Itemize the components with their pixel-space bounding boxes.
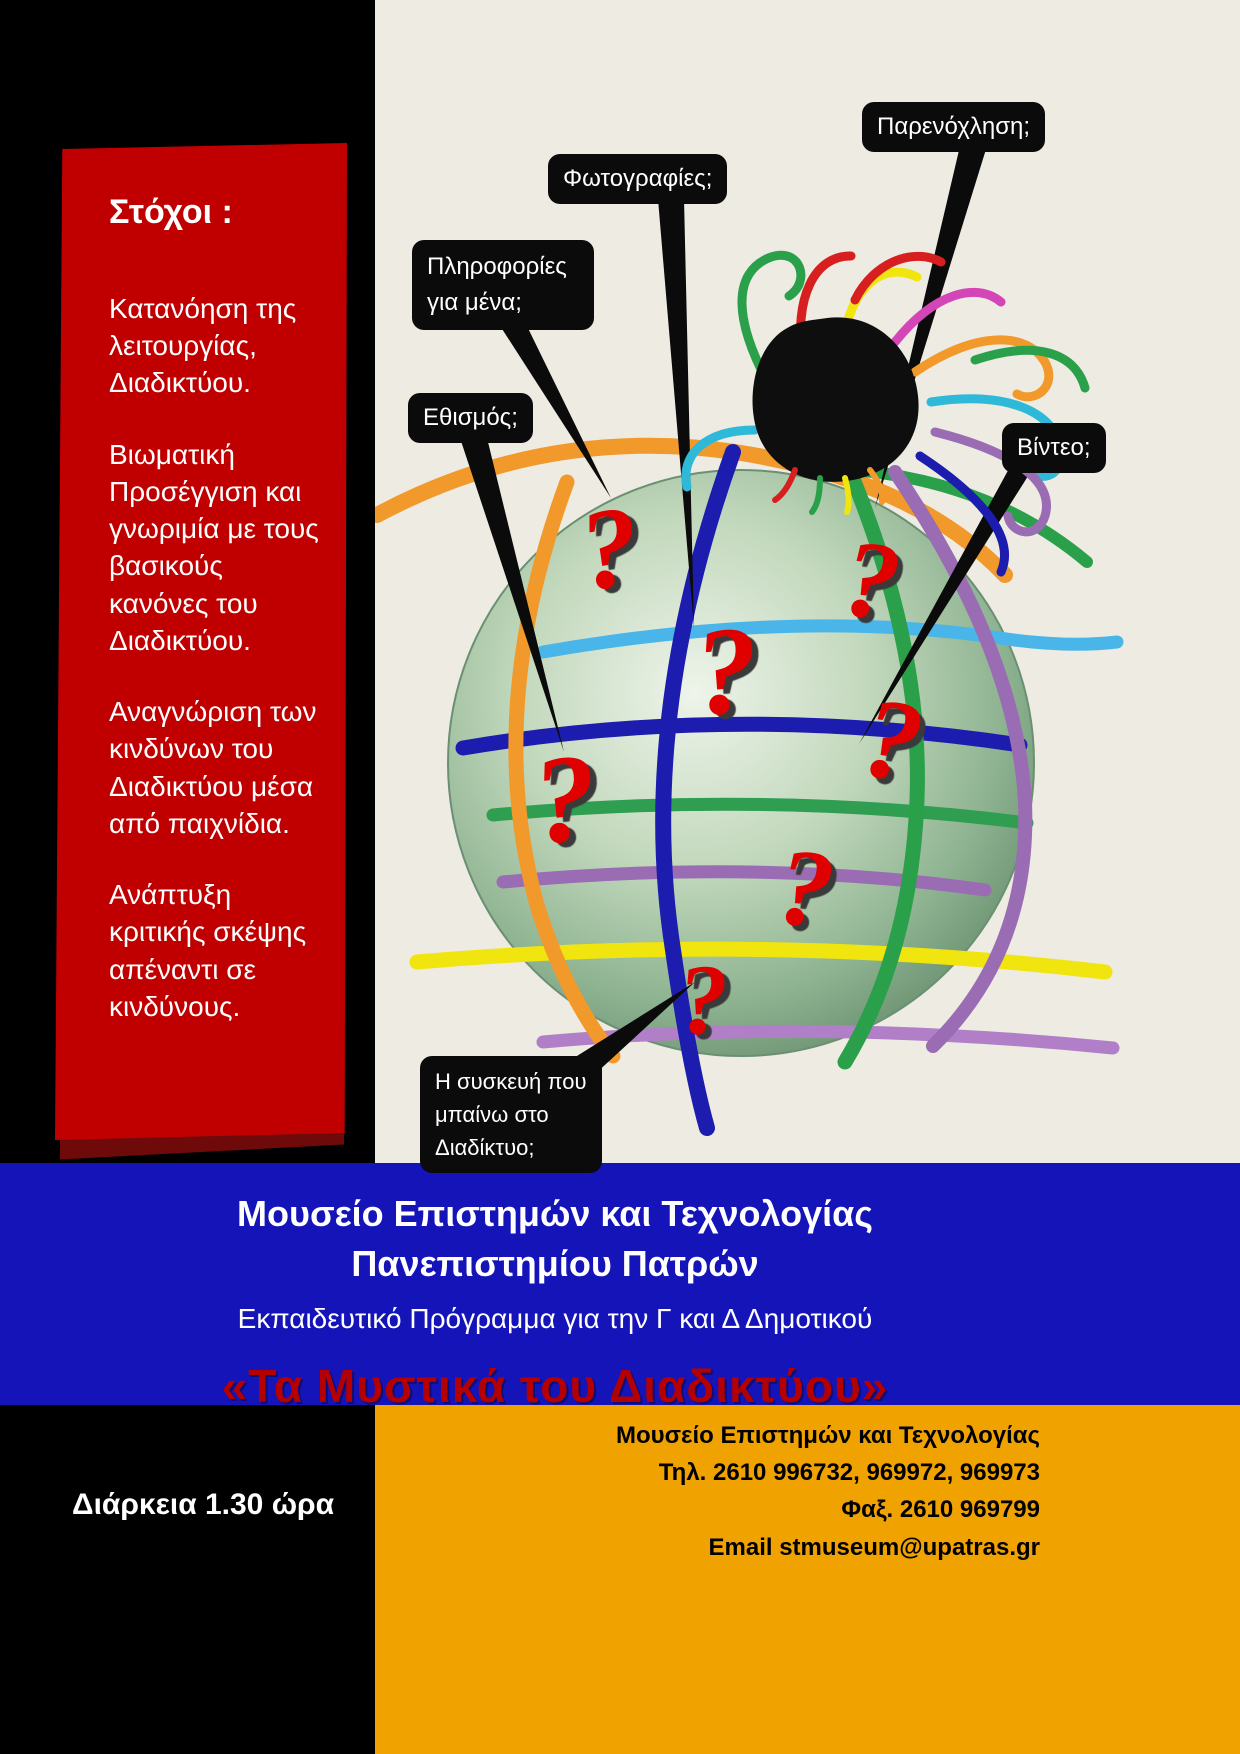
museum-name-line2: Πανεπιστημίου Πατρών	[351, 1243, 759, 1284]
question-mark: ?	[690, 600, 763, 743]
monster-feathers	[772, 467, 886, 515]
program-title: «Τα Μυστικά του Διαδικτύου»	[221, 1360, 889, 1412]
callout-harassment: Παρενόχληση;	[862, 102, 1046, 153]
illustration-area	[375, 0, 1240, 1163]
contact-line: Email stmuseum@upatras.gr	[708, 1533, 1041, 1561]
footer-black-block	[0, 1405, 375, 1754]
callout-photos: Φωτογραφίες;	[548, 154, 728, 205]
goals-title: Στόχοι :	[109, 193, 233, 231]
tentacle-curls	[681, 250, 1090, 577]
program-subtitle: Εκπαιδευτικό Πρόγραμμα για την Γ και Δ Δ…	[237, 1303, 873, 1334]
callout-video: Βίντεο;	[1002, 423, 1106, 474]
monster-illustration	[681, 250, 1090, 577]
contact-line: Μουσείο Επιστημών και Τεχνολογίας	[616, 1422, 1040, 1449]
banner-band: Μουσείο Επιστημών και Τεχνολογίας Πανεπι…	[0, 1163, 1240, 1412]
callout-personal-info: Πληροφορίες για μένα;	[412, 240, 594, 330]
footer-gold-block: Μουσείο Επιστημών και Τεχνολογίας Τηλ. 2…	[375, 1405, 1240, 1754]
monster-body	[752, 317, 919, 482]
goal-item: Βιωματική Προσέγγιση και γνωριμία με του…	[109, 438, 319, 656]
goal-item: Αναγνώριση των κινδύνων του Διαδικτύου μ…	[109, 696, 317, 839]
goal-item: Κατανόηση της λειτουργίας, Διαδικτύου.	[109, 293, 297, 399]
goals-ribbon: Στόχοι : Κατανόηση της λειτουργίας, Διαδ…	[55, 143, 347, 1140]
contact-info: Μουσείο Επιστημών και Τεχνολογίας Τηλ. 2…	[616, 1417, 1040, 1566]
duration-label: Διάρκεια 1.30 ώρα	[72, 1488, 335, 1521]
callout-device: Η συσκευή που μπαίνω στο Διαδίκτυο;	[420, 1056, 602, 1173]
contact-line: Τηλ. 2610 996732, 969972, 969973	[658, 1459, 1040, 1487]
museum-name-line1: Μουσείο Επιστημών και Τεχνολογίας	[237, 1193, 873, 1234]
contact-line: Φαξ. 2610 969799	[841, 1496, 1040, 1524]
globe	[447, 469, 1035, 1057]
internet-globe-illustration	[375, 146, 1124, 1136]
callout-addiction: Εθισμός;	[408, 393, 533, 444]
question-mark: ?	[527, 727, 605, 872]
goal-item: Ανάπτυξη κριτικής σκέψης απέναντι σε κιν…	[109, 879, 307, 1022]
question-mark: ?	[838, 516, 906, 644]
question-mark: ?	[773, 824, 839, 952]
question-mark: ?	[676, 942, 732, 1057]
